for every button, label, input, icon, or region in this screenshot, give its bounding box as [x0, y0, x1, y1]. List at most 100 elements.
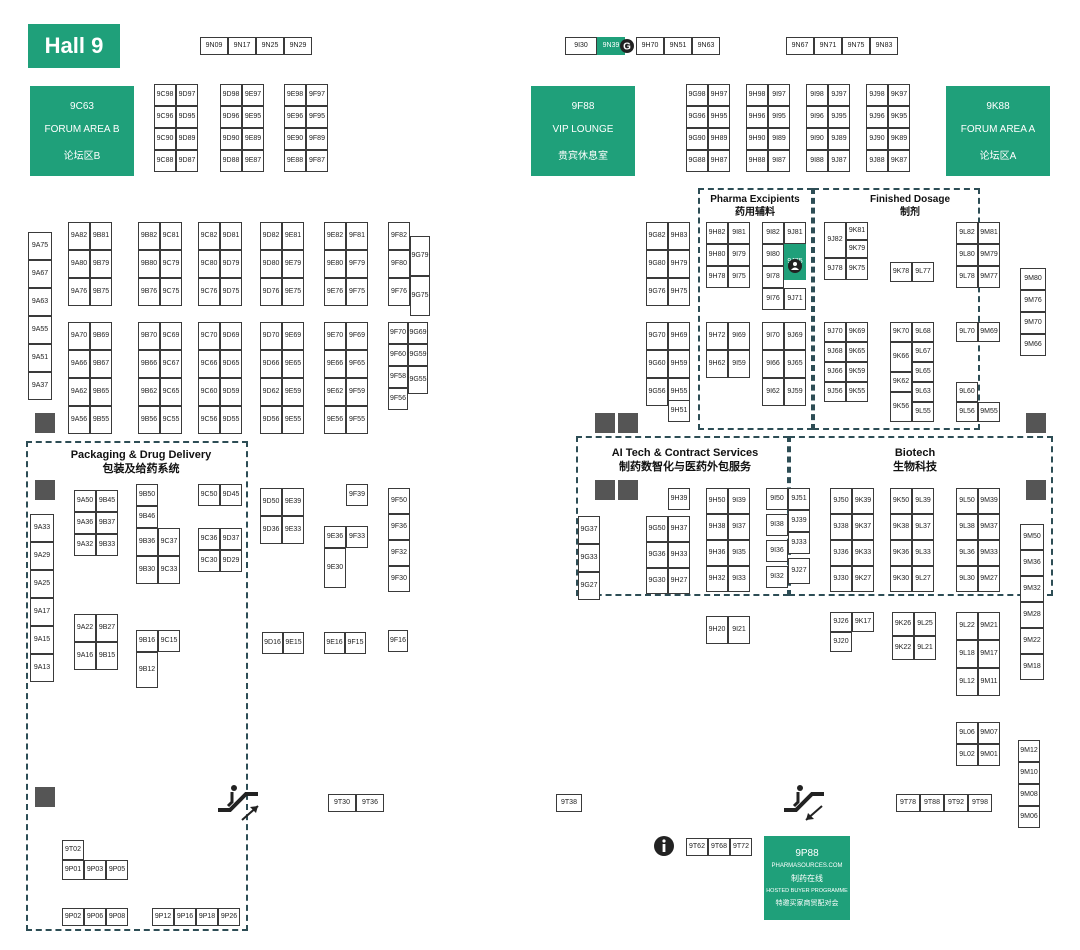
booth-9b62[interactable]: 9B62: [138, 378, 160, 406]
booth-9t68[interactable]: 9T68: [708, 838, 730, 856]
booth-9j88[interactable]: 9J88: [866, 150, 888, 172]
booth-9g33[interactable]: 9G33: [578, 544, 600, 572]
booth-9h38[interactable]: 9H38: [706, 514, 728, 540]
booth-9h87[interactable]: 9H87: [708, 150, 730, 172]
booth-9f87[interactable]: 9F87: [306, 150, 328, 172]
booth-9b30[interactable]: 9B30: [136, 556, 158, 584]
booth-9e30[interactable]: 9E30: [324, 548, 346, 588]
booth-9m79[interactable]: 9M79: [978, 244, 1000, 266]
booth-9m66[interactable]: 9M66: [1020, 334, 1046, 356]
booth-9d50[interactable]: 9D50: [260, 488, 282, 516]
booth-9d96[interactable]: 9D96: [220, 106, 242, 128]
booth-9e16[interactable]: 9E16: [324, 632, 345, 654]
booth-9h80[interactable]: 9H80: [706, 244, 728, 266]
booth-9n51[interactable]: 9N51: [664, 37, 692, 55]
booth-9t88[interactable]: 9T88: [920, 794, 944, 812]
booth-9e69[interactable]: 9E69: [282, 322, 304, 350]
booth-9b55[interactable]: 9B55: [90, 406, 112, 434]
booth-9l55[interactable]: 9L55: [912, 402, 934, 422]
booth-9n25[interactable]: 9N25: [256, 37, 284, 55]
booth-9d62[interactable]: 9D62: [260, 378, 282, 406]
booth-9h96[interactable]: 9H96: [746, 106, 768, 128]
booth-9j87[interactable]: 9J87: [828, 150, 850, 172]
booth-9b82[interactable]: 9B82: [138, 222, 160, 250]
booth-9m70[interactable]: 9M70: [1020, 312, 1046, 334]
booth-9h97[interactable]: 9H97: [708, 84, 730, 106]
booth-9n83[interactable]: 9N83: [870, 37, 898, 55]
booth-9h37[interactable]: 9H37: [668, 516, 690, 542]
booth-9i89[interactable]: 9I89: [768, 128, 790, 150]
booth-9e33[interactable]: 9E33: [282, 516, 304, 544]
booth-9a76[interactable]: 9A76: [68, 278, 90, 306]
feature-forum-a[interactable]: 9K88 FORUM AREA A 论坛区A: [946, 86, 1050, 176]
booth-9j50[interactable]: 9J50: [830, 488, 852, 514]
booth-9g79[interactable]: 9G79: [410, 236, 430, 276]
booth-9l12[interactable]: 9L12: [956, 668, 978, 696]
booth-9c50[interactable]: 9C50: [198, 484, 220, 506]
booth-9e15[interactable]: 9E15: [283, 632, 304, 654]
booth-9c75[interactable]: 9C75: [160, 278, 182, 306]
booth-9h69[interactable]: 9H69: [668, 322, 690, 350]
booth-9l68[interactable]: 9L68: [912, 322, 934, 342]
booth-9k97[interactable]: 9K97: [888, 84, 910, 106]
booth-9i95[interactable]: 9I95: [768, 106, 790, 128]
booth-9g69[interactable]: 9G69: [408, 322, 428, 344]
booth-9g98[interactable]: 9G98: [686, 84, 708, 106]
booth-9f81[interactable]: 9F81: [346, 222, 368, 250]
booth-9b67[interactable]: 9B67: [90, 350, 112, 378]
booth-9e75[interactable]: 9E75: [282, 278, 304, 306]
booth-9e81[interactable]: 9E81: [282, 222, 304, 250]
booth-9e59[interactable]: 9E59: [282, 378, 304, 406]
booth-9b81[interactable]: 9B81: [90, 222, 112, 250]
booth-9d88[interactable]: 9D88: [220, 150, 242, 172]
booth-9a13[interactable]: 9A13: [30, 654, 54, 682]
booth-9g59[interactable]: 9G59: [408, 344, 428, 366]
booth-9c66[interactable]: 9C66: [198, 350, 220, 378]
booth-9i32[interactable]: 9I32: [766, 566, 788, 588]
booth-9d66[interactable]: 9D66: [260, 350, 282, 378]
booth-9b65[interactable]: 9B65: [90, 378, 112, 406]
booth-9l33[interactable]: 9L33: [912, 540, 934, 566]
booth-9c80[interactable]: 9C80: [198, 250, 220, 278]
booth-9i30[interactable]: 9I30: [565, 37, 597, 55]
booth-9g90[interactable]: 9G90: [686, 128, 708, 150]
booth-9t30[interactable]: 9T30: [328, 794, 356, 812]
booth-9l27[interactable]: 9L27: [912, 566, 934, 592]
booth-9j95[interactable]: 9J95: [828, 106, 850, 128]
booth-9d69[interactable]: 9D69: [220, 322, 242, 350]
booth-9i88[interactable]: 9I88: [806, 150, 828, 172]
booth-9l22[interactable]: 9L22: [956, 612, 978, 640]
booth-9h62[interactable]: 9H62: [706, 350, 728, 378]
booth-9c60[interactable]: 9C60: [198, 378, 220, 406]
booth-9f79[interactable]: 9F79: [346, 250, 368, 278]
booth-9j30[interactable]: 9J30: [830, 566, 852, 592]
booth-9h55[interactable]: 9H55: [668, 378, 690, 406]
booth-9f70[interactable]: 9F70: [388, 322, 408, 344]
booth-9g82[interactable]: 9G82: [646, 222, 668, 250]
booth-9m12[interactable]: 9M12: [1018, 740, 1040, 762]
booth-9d82[interactable]: 9D82: [260, 222, 282, 250]
booth-9a55[interactable]: 9A55: [28, 316, 52, 344]
booth-9k56[interactable]: 9K56: [890, 392, 912, 422]
booth-9a66[interactable]: 9A66: [68, 350, 90, 378]
booth-9k69[interactable]: 9K69: [846, 322, 868, 342]
booth-9m28[interactable]: 9M28: [1020, 602, 1044, 628]
booth-9p06[interactable]: 9P06: [84, 908, 106, 926]
booth-9g37[interactable]: 9G37: [578, 516, 600, 544]
booth-9k50[interactable]: 9K50: [890, 488, 912, 514]
booth-9f59[interactable]: 9F59: [346, 378, 368, 406]
booth-9n39[interactable]: 9N39: [597, 37, 625, 55]
booth-9b70[interactable]: 9B70: [138, 322, 160, 350]
booth-9b36[interactable]: 9B36: [136, 528, 158, 556]
booth-9m17[interactable]: 9M17: [978, 640, 1000, 668]
booth-9e95[interactable]: 9E95: [242, 106, 264, 128]
booth-9j26[interactable]: 9J26: [830, 612, 852, 632]
booth-9h70[interactable]: 9H70: [636, 37, 664, 55]
booth-9j33[interactable]: 9J33: [788, 532, 810, 554]
booth-9l77[interactable]: 9L77: [912, 262, 934, 282]
booth-9f30[interactable]: 9F30: [388, 566, 410, 592]
booth-9j51[interactable]: 9J51: [788, 488, 810, 510]
booth-9j69[interactable]: 9J69: [784, 322, 806, 350]
booth-9f39[interactable]: 9F39: [346, 484, 368, 506]
booth-9d37[interactable]: 9D37: [220, 528, 242, 550]
